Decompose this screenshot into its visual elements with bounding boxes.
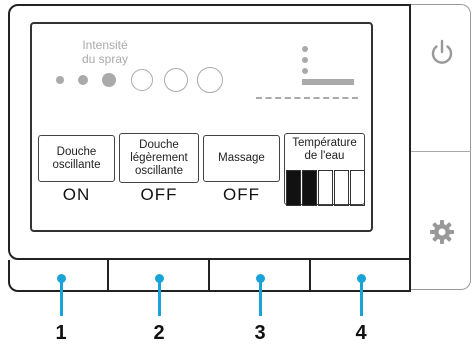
temperature-level-cell [318, 170, 333, 206]
temperature-label-line1: Température [292, 137, 357, 149]
spray-level-dot [164, 68, 188, 92]
key-number-3: 3 [254, 322, 266, 344]
mode-shower-light-oscillating: Douche légèrement oscillante [119, 133, 199, 183]
mode-state-massage: OFF [223, 185, 260, 204]
pointer-line [60, 278, 63, 316]
spray-pattern-bar [302, 79, 354, 85]
key-number-1: 1 [55, 322, 67, 344]
mode-label-line: Douche [139, 138, 179, 151]
spray-pattern-dot [302, 68, 308, 74]
mode-massage: Massage [203, 135, 280, 182]
pointer-line [158, 278, 161, 316]
settings-button[interactable] [427, 217, 457, 247]
temperature-level-cell [302, 170, 317, 206]
pointer-line [360, 278, 363, 316]
mode-label-line: Massage [218, 152, 265, 164]
pointer-line [259, 278, 262, 316]
mode-state-oscillating: ON [62, 185, 91, 204]
temperature-level-cell [286, 170, 301, 206]
spray-pattern-dot [302, 46, 308, 52]
spray-level-dot [197, 67, 223, 93]
key-number-2: 2 [153, 322, 165, 344]
mode-label-line: légèrement [130, 151, 188, 164]
spray-pattern-dashes [256, 97, 358, 99]
mode-label-line: Douche [56, 145, 97, 158]
mode-shower-oscillating: Douche oscillante [38, 135, 115, 182]
spray-label-line2: du spray [81, 52, 129, 66]
spray-level-dot [131, 69, 153, 91]
gear-icon [430, 220, 454, 244]
spray-level-dot [56, 76, 64, 84]
key-number-4: 4 [355, 322, 367, 344]
mode-label-line: oscillante [52, 158, 101, 171]
temperature-label-line2: de l'eau [304, 150, 345, 162]
spray-level-dot [78, 75, 88, 85]
mode-state-light-oscillating: OFF [140, 185, 178, 204]
mode-label-line: oscillante [135, 164, 183, 177]
temperature-level-cell [350, 170, 365, 206]
spray-label-line1: Intensité [82, 38, 128, 52]
power-icon [431, 39, 453, 64]
spray-pattern-dot [302, 57, 308, 63]
side-divider [411, 151, 471, 152]
temperature-level-cell [334, 170, 349, 206]
spray-level-dot [102, 73, 116, 87]
spray-intensity-label: Intensité du spray [70, 38, 140, 66]
power-button[interactable] [426, 36, 458, 68]
